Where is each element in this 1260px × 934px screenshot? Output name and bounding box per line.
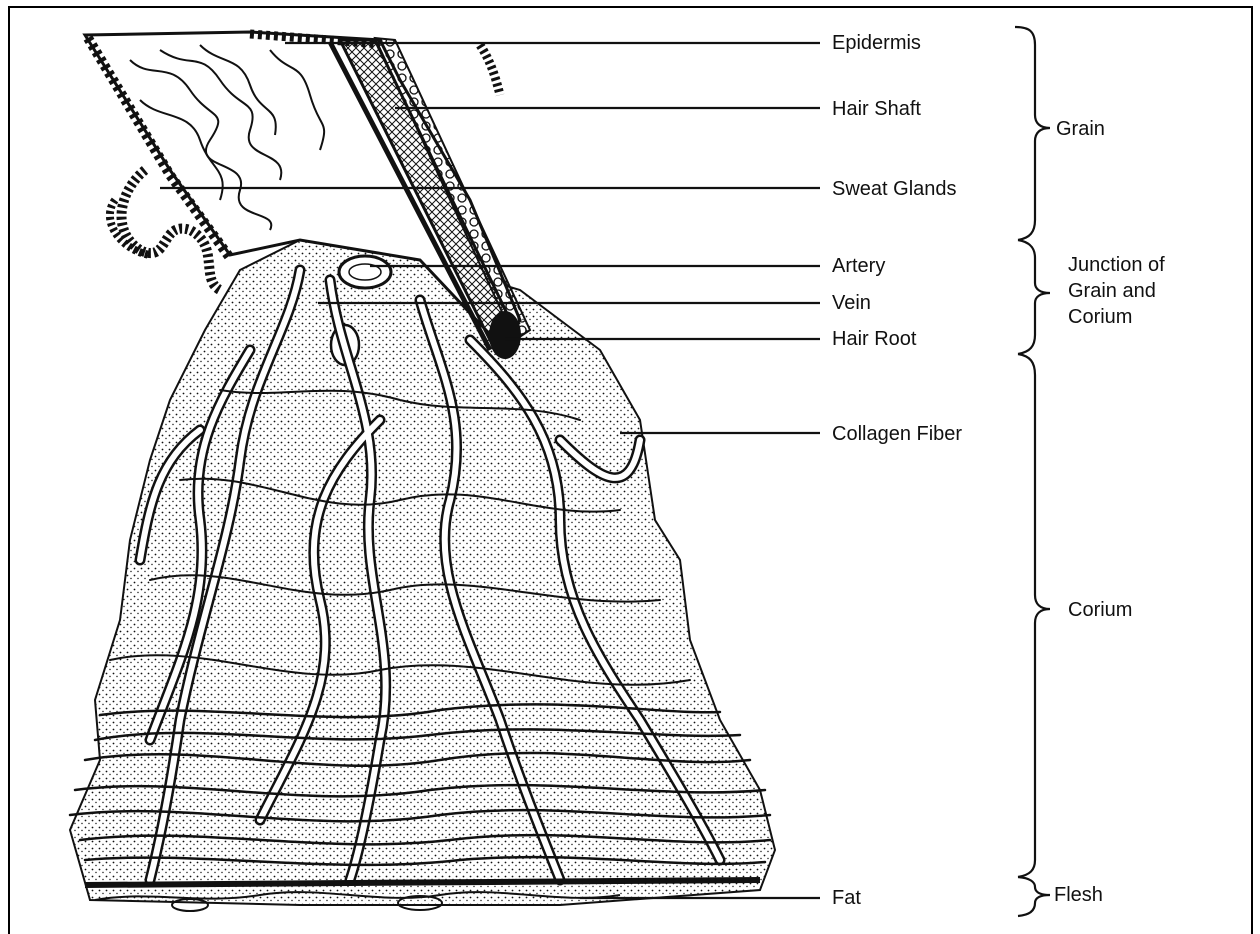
label-sweat-glands: Sweat Glands: [832, 177, 957, 201]
bracket-flesh: [1018, 877, 1050, 916]
region-junction-line3: Corium: [1068, 304, 1165, 330]
label-collagen-fiber: Collagen Fiber: [832, 422, 962, 446]
label-fat: Fat: [832, 886, 861, 910]
bracket-grain: [1015, 27, 1050, 240]
region-flesh: Flesh: [1054, 882, 1103, 908]
region-junction: Junction of Grain and Corium: [1068, 252, 1165, 330]
bracket-corium: [1018, 354, 1050, 877]
label-hair-shaft: Hair Shaft: [832, 97, 921, 121]
region-brackets: [1015, 27, 1050, 916]
label-epidermis: Epidermis: [832, 31, 921, 55]
region-grain: Grain: [1056, 116, 1105, 142]
region-junction-line1: Junction of: [1068, 252, 1165, 278]
label-hair-root: Hair Root: [832, 327, 916, 351]
label-vein: Vein: [832, 291, 871, 315]
bracket-junction: [1018, 240, 1050, 354]
label-artery: Artery: [832, 254, 885, 278]
region-junction-line2: Grain and: [1068, 278, 1165, 304]
region-corium: Corium: [1068, 597, 1132, 623]
